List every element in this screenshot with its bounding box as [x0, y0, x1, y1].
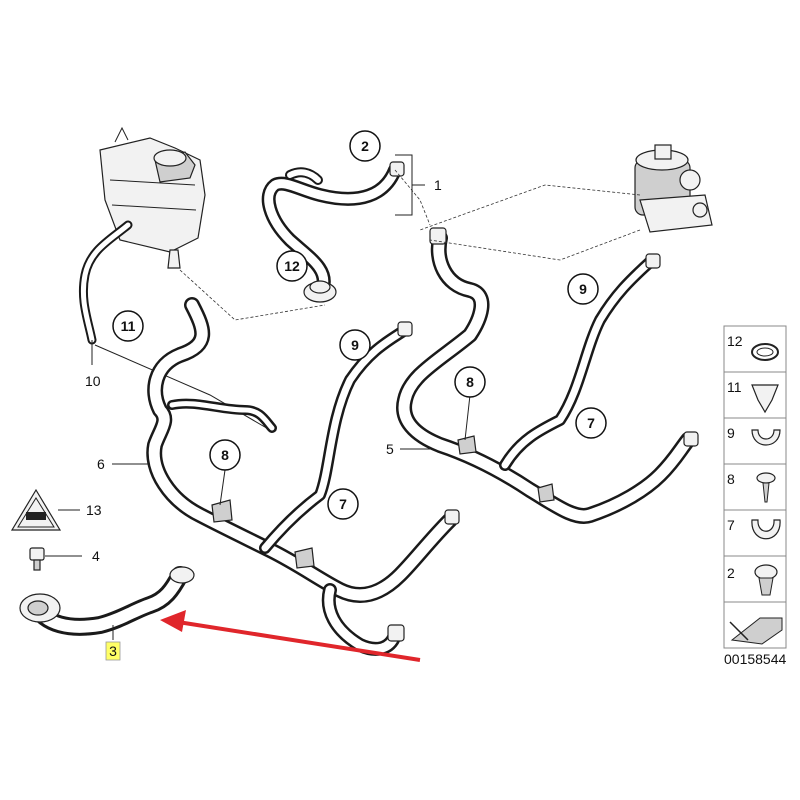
part-code: 00158544 [724, 651, 787, 667]
hose-5 [396, 227, 699, 524]
label-13: 13 [86, 502, 102, 518]
svg-text:7: 7 [587, 415, 595, 431]
red-arrow [160, 610, 421, 662]
callout-9-right: 9 [567, 273, 599, 305]
callout-7-center: 7 [327, 488, 359, 520]
legend-panel: 12 11 9 8 7 2 [723, 325, 787, 649]
legend-num-11: 11 [727, 379, 742, 395]
hose-6 [146, 297, 460, 656]
callout-12: 12 [276, 250, 308, 282]
label-5: 5 [386, 441, 394, 457]
legend-num-2: 2 [727, 565, 735, 581]
label-leaders [45, 154, 471, 640]
legend-num-12: 12 [727, 333, 743, 349]
legend-num-7: 7 [727, 517, 735, 533]
label-3-highlight: 3 [105, 641, 121, 661]
label-1: 1 [434, 177, 442, 193]
callout-8-left: 8 [209, 439, 241, 471]
svg-text:8: 8 [221, 447, 229, 463]
callout-9-center: 9 [339, 329, 371, 361]
label-4: 4 [92, 548, 100, 564]
warning-label-13 [10, 488, 62, 531]
callout-7-right: 7 [575, 407, 607, 439]
svg-text:3: 3 [109, 643, 117, 659]
expansion-tank [99, 126, 206, 269]
label-6: 6 [97, 456, 105, 472]
legend-num-8: 8 [727, 471, 735, 487]
legend-num-9: 9 [727, 425, 735, 441]
svg-text:9: 9 [351, 337, 359, 353]
svg-text:2: 2 [361, 138, 369, 154]
svg-text:12: 12 [284, 258, 300, 274]
hose-1 [261, 161, 405, 303]
svg-text:7: 7 [339, 496, 347, 512]
hose-3 [19, 566, 195, 636]
callout-11: 11 [112, 310, 144, 342]
hose-10 [78, 220, 271, 431]
sensor-4 [29, 547, 45, 571]
svg-text:11: 11 [121, 318, 136, 334]
coolant-pump [634, 144, 713, 233]
dashed-leaders [179, 169, 641, 321]
callout-2: 2 [349, 130, 381, 162]
svg-text:8: 8 [466, 374, 474, 390]
label-10: 10 [85, 373, 101, 389]
callout-8-right: 8 [454, 366, 486, 398]
svg-text:9: 9 [579, 281, 587, 297]
